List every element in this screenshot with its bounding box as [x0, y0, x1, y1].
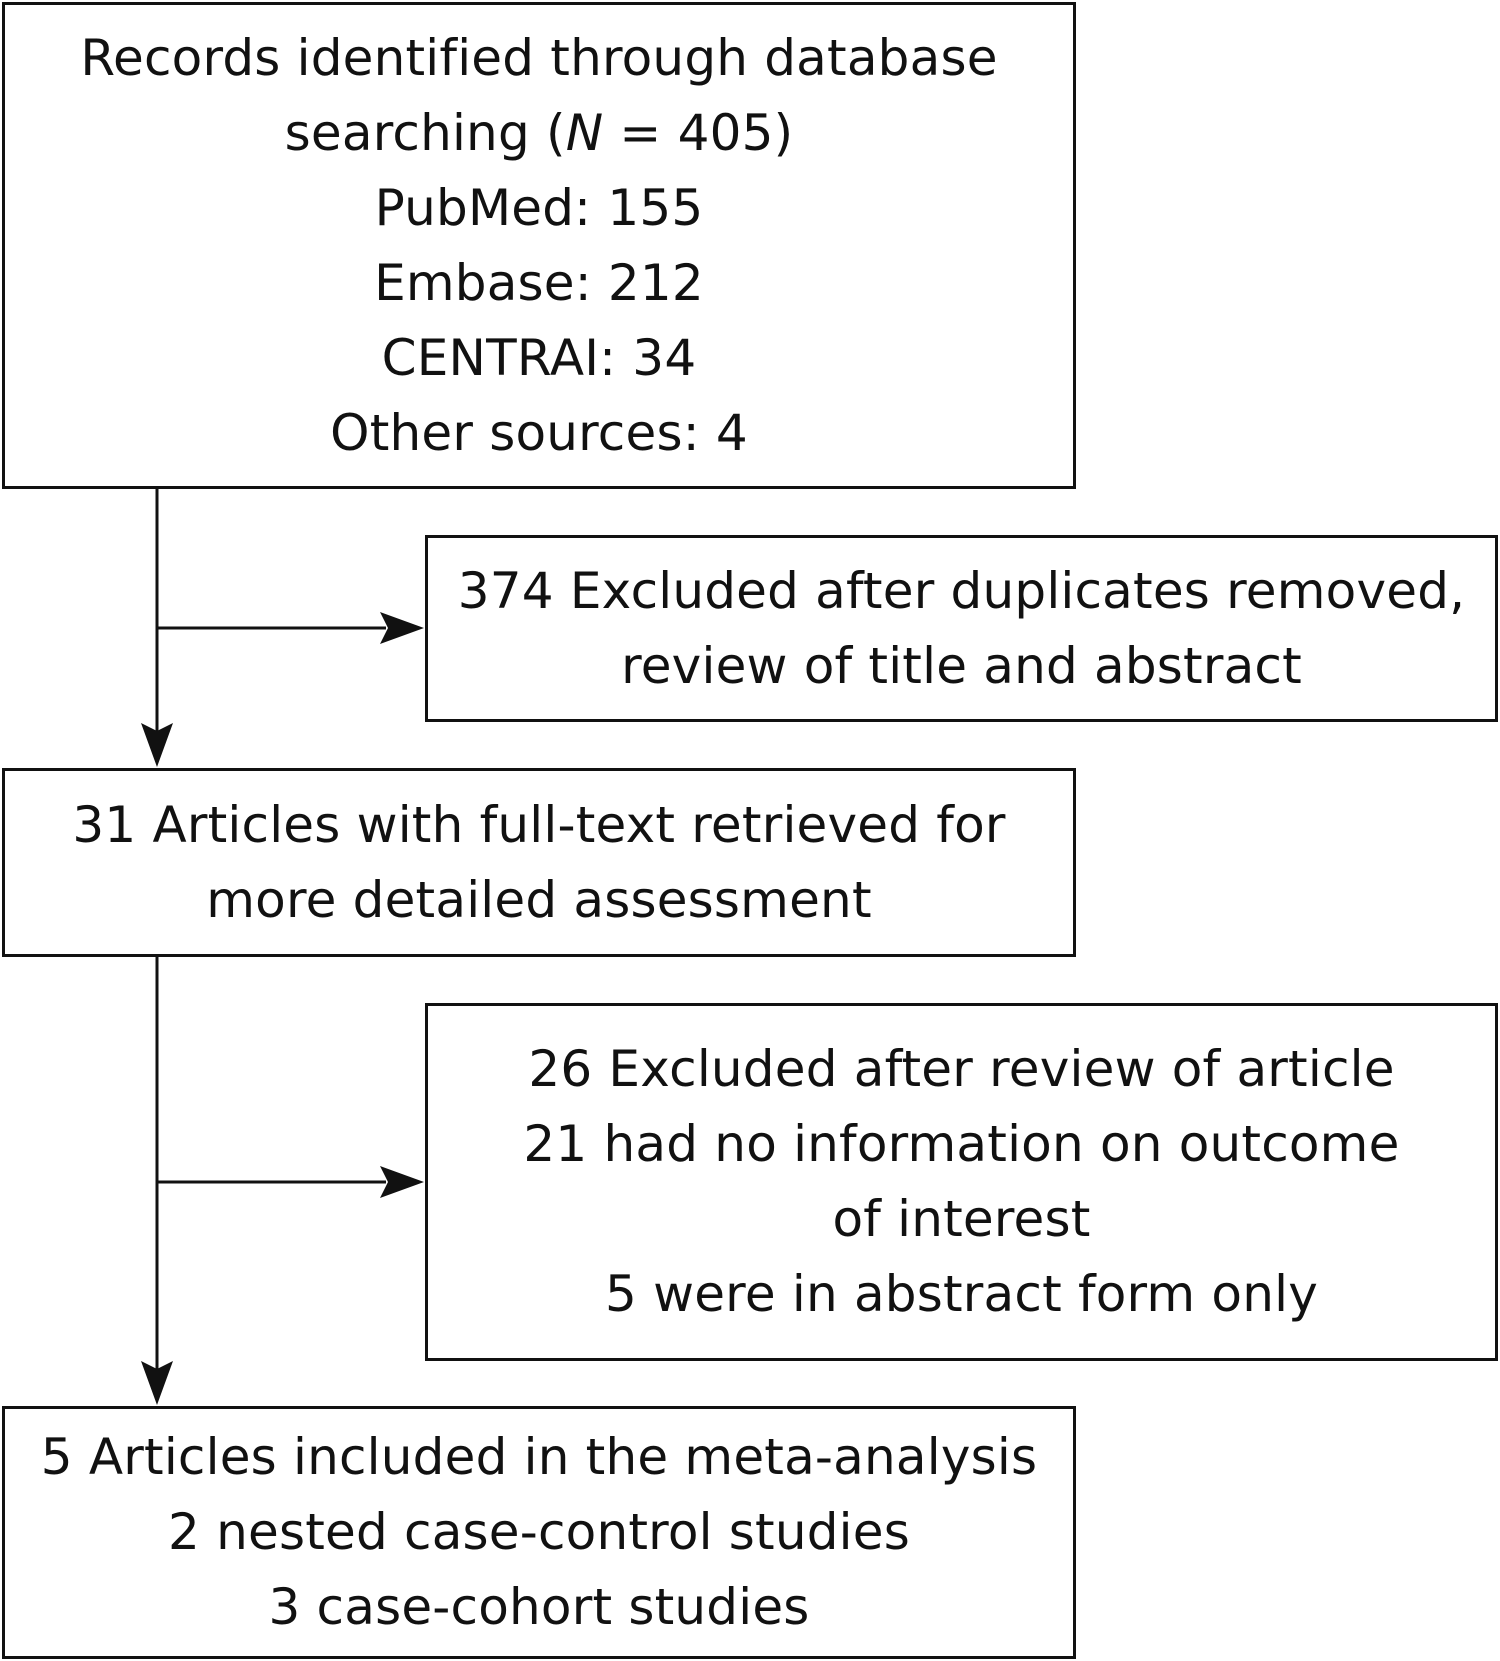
- records-identified-heading: Records identified through database: [80, 28, 998, 87]
- records-identified-box: Records identified through database sear…: [2, 2, 1076, 489]
- arrowhead-to-excluded-full-text: [380, 1166, 424, 1198]
- excluded-full-text-line1: 26 Excluded after review of article: [528, 1040, 1395, 1098]
- arrowhead-to-full-text: [141, 723, 173, 767]
- included-line3: 3 case-cohort studies: [268, 1578, 810, 1636]
- central-count: CENTRAI: 34: [381, 328, 697, 387]
- total-suffix: = 405): [603, 103, 794, 162]
- total-n-symbol: N: [565, 103, 604, 162]
- arrowhead-to-excluded-screening: [380, 612, 424, 644]
- excluded-full-text-line4: 5 were in abstract form only: [605, 1265, 1318, 1323]
- records-identified-total: searching (N = 405): [285, 96, 794, 171]
- total-prefix: searching (: [284, 103, 566, 162]
- full-text-line2: more detailed assessment: [206, 870, 872, 929]
- full-text-box: 31 Articles with full-text retrieved for…: [2, 768, 1076, 957]
- excluded-full-text-line2: 21 had no information on outcome: [523, 1115, 1400, 1173]
- included-line2: 2 nested case-control studies: [168, 1503, 910, 1561]
- excluded-screening-line2: review of title and abstract: [621, 636, 1302, 695]
- other-sources-count: Other sources: 4: [330, 403, 748, 462]
- embase-count: Embase: 212: [374, 253, 704, 312]
- excluded-screening-line1: 374 Excluded after duplicates removed,: [457, 561, 1466, 620]
- excluded-full-text-line3: of interest: [832, 1190, 1091, 1248]
- included-line1: 5 Articles included in the meta-analysis: [40, 1428, 1038, 1486]
- pubmed-count: PubMed: 155: [374, 178, 704, 237]
- arrowhead-to-included: [141, 1361, 173, 1405]
- excluded-full-text-box: 26 Excluded after review of article 21 h…: [425, 1003, 1498, 1361]
- included-box: 5 Articles included in the meta-analysis…: [2, 1406, 1076, 1659]
- excluded-screening-box: 374 Excluded after duplicates removed, r…: [425, 535, 1498, 722]
- full-text-line1: 31 Articles with full-text retrieved for: [72, 795, 1006, 854]
